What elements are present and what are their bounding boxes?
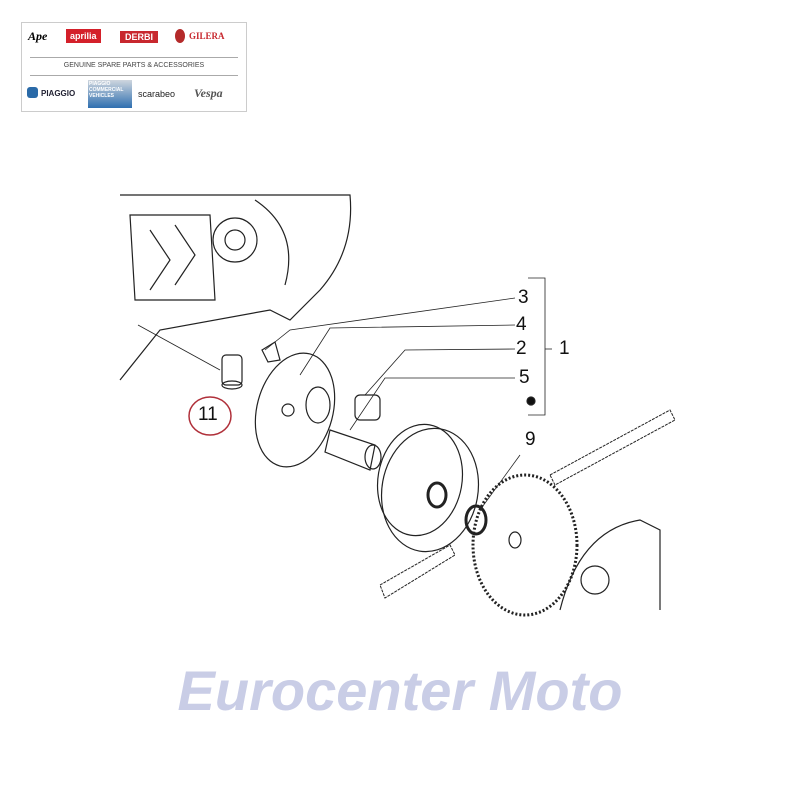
callout-3: 3 bbox=[518, 287, 529, 308]
part-4-ramp-plate bbox=[254, 352, 336, 468]
part-3-clip bbox=[261, 341, 281, 363]
divider bbox=[30, 75, 238, 76]
piaggio-logo: PIAGGIO bbox=[41, 89, 76, 98]
starter-gear bbox=[471, 473, 579, 617]
gilera-emblem bbox=[175, 29, 185, 43]
vespa-logo: Vespa bbox=[194, 86, 223, 100]
drive-belts bbox=[379, 409, 676, 599]
piaggio-emblem bbox=[27, 87, 38, 98]
part-5-dot-marker bbox=[526, 396, 536, 406]
divider bbox=[30, 57, 238, 58]
callout-11: 11 bbox=[198, 404, 218, 425]
tagline: GENUINE SPARE PARTS & ACCESSORIES bbox=[63, 62, 205, 69]
part-5-sleeve bbox=[324, 429, 382, 471]
gilera-logo: GILERA bbox=[189, 31, 225, 41]
ape-logo: Ape bbox=[28, 29, 48, 43]
callout-2: 2 bbox=[516, 338, 527, 359]
part-9-washer bbox=[464, 504, 488, 536]
callout-4: 4 bbox=[516, 314, 527, 335]
fan-pulley bbox=[559, 519, 661, 611]
callout-9: 9 bbox=[525, 429, 536, 450]
crankcase-cover bbox=[119, 194, 352, 381]
derbi-logo: DERBI bbox=[120, 31, 159, 43]
part-11-highlight-circle bbox=[188, 396, 232, 436]
piaggio-commercial-logo: PIAGGIO COMMERCIAL VEHICLES bbox=[88, 80, 132, 108]
scarabeo-logo: scarabeo bbox=[138, 89, 176, 99]
callout-1: 1 bbox=[559, 338, 570, 359]
leader-lines bbox=[137, 277, 552, 511]
part-2-bushing bbox=[354, 394, 381, 421]
callout-5: 5 bbox=[519, 367, 530, 388]
watermark: Eurocenter Moto bbox=[178, 659, 623, 722]
part-11-bushing bbox=[221, 354, 243, 390]
brand-logos-panel: Ape aprilia DERBI GILERA GENUINE SPARE P… bbox=[21, 22, 247, 112]
part-1-variator-pulley bbox=[376, 423, 480, 553]
aprilia-logo: aprilia bbox=[66, 29, 101, 43]
